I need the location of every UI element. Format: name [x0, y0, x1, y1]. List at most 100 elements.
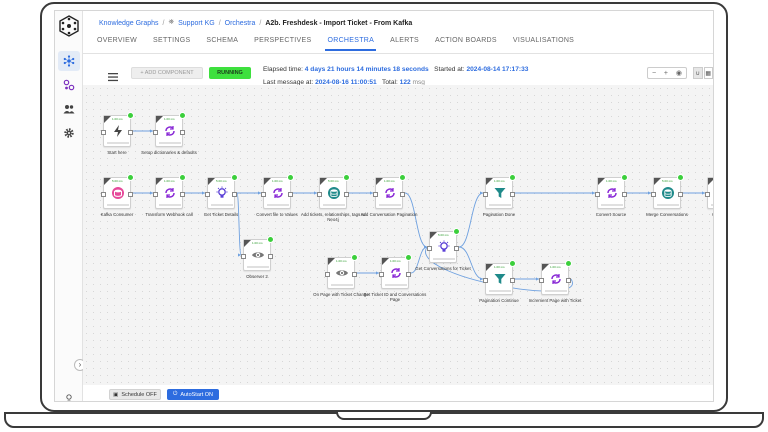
- orchestra-canvas[interactable]: 1.00 msStart here1.00 msSetup dictionari…: [83, 85, 714, 385]
- node-input-port[interactable]: [379, 272, 384, 277]
- node-input-port[interactable]: [539, 278, 544, 283]
- node-input-port[interactable]: [483, 192, 488, 197]
- node-input-port[interactable]: [705, 192, 710, 197]
- node-input-port[interactable]: [205, 192, 210, 197]
- flow-node-convert[interactable]: 1.00 ms: [263, 177, 291, 209]
- tab-alerts[interactable]: ALERTS: [388, 35, 421, 51]
- app-logo-icon[interactable]: [58, 15, 80, 37]
- node-output-port[interactable]: [352, 272, 357, 277]
- node-input-port[interactable]: [427, 246, 432, 251]
- node-input-port[interactable]: [261, 192, 266, 197]
- running-status-badge[interactable]: RUNNING: [209, 67, 251, 79]
- node-output-port[interactable]: [344, 192, 349, 197]
- flow-node-convsource[interactable]: 1.00 ms: [597, 177, 625, 209]
- chevron-right-icon: ›: [79, 360, 82, 369]
- node-output-port[interactable]: [400, 192, 405, 197]
- schedule-button[interactable]: ▣ Schedule OFF: [109, 389, 161, 400]
- user-icon: [62, 394, 76, 402]
- node-output-port[interactable]: [622, 192, 627, 197]
- tab-overview[interactable]: OVERVIEW: [95, 35, 139, 51]
- breadcrumb-item-support-kg[interactable]: Support KG: [178, 20, 215, 27]
- magnet-icon[interactable]: ∪: [693, 67, 703, 79]
- users-icon: [63, 103, 75, 115]
- node-input-port[interactable]: [595, 192, 600, 197]
- menu-button[interactable]: [107, 69, 119, 79]
- tab-visualisations[interactable]: VISUALISATIONS: [511, 35, 576, 51]
- flow-node-merge[interactable]: 5.00 ms: [653, 177, 681, 209]
- node-output-port[interactable]: [510, 278, 515, 283]
- node-output-port[interactable]: [180, 192, 185, 197]
- tab-schema[interactable]: SCHEMA: [204, 35, 240, 51]
- flow-node-getconv[interactable]: 5.00 ms: [429, 231, 457, 263]
- tab-perspectives[interactable]: PERSPECTIVES: [252, 35, 313, 51]
- node-output-port[interactable]: [180, 130, 185, 135]
- flow-node-transform[interactable]: 1.00 ms: [155, 177, 183, 209]
- sidebar-item-graph[interactable]: [58, 75, 80, 95]
- elapsed-label: Elapsed time:: [263, 66, 303, 73]
- flow-node-start[interactable]: 1.00 ms: [103, 115, 131, 147]
- breadcrumb-item-knowledge-graphs[interactable]: Knowledge Graphs: [99, 20, 159, 27]
- elapsed-value: 4 days 21 hours 14 minutes 18 seconds: [305, 66, 429, 73]
- sidebar-item-users[interactable]: [58, 99, 80, 119]
- node-input-port[interactable]: [101, 130, 106, 135]
- flow-node-addconv[interactable]: 1.00 ms: [375, 177, 403, 209]
- node-output-port[interactable]: [128, 192, 133, 197]
- node-input-port[interactable]: [317, 192, 322, 197]
- flow-link: [459, 193, 483, 247]
- flow-node-ticketid[interactable]: 1.00 ms: [381, 257, 409, 289]
- grid-icon[interactable]: ▦: [704, 67, 714, 79]
- network-icon: [63, 55, 75, 67]
- filter-icon: [493, 186, 507, 200]
- autostart-button[interactable]: ⏻ AutoStart ON: [167, 389, 219, 400]
- zoom-out-button[interactable]: −: [652, 70, 656, 77]
- flow-node-observer2[interactable]: 1.00 ms: [243, 239, 271, 271]
- zoom-in-button[interactable]: +: [664, 70, 668, 77]
- transform-icon: [163, 124, 177, 138]
- bulb-icon: [437, 240, 451, 254]
- node-output-port[interactable]: [288, 192, 293, 197]
- flow-node-addtickets[interactable]: 5.00 ms: [319, 177, 347, 209]
- node-input-port[interactable]: [373, 192, 378, 197]
- tab-settings[interactable]: SETTINGS: [151, 35, 192, 51]
- node-corner-marker: [208, 178, 215, 185]
- node-input-port[interactable]: [241, 254, 246, 259]
- node-corner-marker: [486, 178, 493, 185]
- node-output-port[interactable]: [406, 272, 411, 277]
- flow-node-pagcont[interactable]: 1.00 ms: [485, 263, 513, 295]
- tab-orchestra[interactable]: ORCHESTRA: [325, 35, 376, 51]
- node-input-port[interactable]: [483, 278, 488, 283]
- sidebar-item-orchestra[interactable]: [58, 51, 80, 71]
- node-input-port[interactable]: [153, 192, 158, 197]
- power-icon: ⏻: [173, 391, 177, 398]
- tab-action-boards[interactable]: ACTION BOARDS: [433, 35, 499, 51]
- node-output-port[interactable]: [566, 278, 571, 283]
- node-input-port[interactable]: [101, 192, 106, 197]
- flow-node-setup[interactable]: 1.00 ms: [155, 115, 183, 147]
- sidebar-item-settings[interactable]: [58, 123, 80, 143]
- account-button[interactable]: [62, 391, 76, 401]
- flow-node-pagdone[interactable]: 1.00 ms: [485, 177, 513, 209]
- flow-node-increment[interactable]: 1.00 ms: [541, 263, 569, 295]
- flow-node-observer[interactable]: 1.00 ms: [707, 177, 714, 209]
- add-component-button[interactable]: + ADD COMPONENT: [131, 67, 203, 79]
- node-output-port[interactable]: [268, 254, 273, 259]
- node-output-port[interactable]: [454, 246, 459, 251]
- laptop-notch: [336, 412, 432, 420]
- node-caption-bar: [247, 266, 269, 268]
- flow-node-kafka[interactable]: 5.00 ms: [103, 177, 131, 209]
- flow-node-onpage[interactable]: 1.00 ms: [327, 257, 355, 289]
- node-input-port[interactable]: [325, 272, 330, 277]
- flow-node-label: Add Conversation Pagination: [354, 212, 424, 217]
- node-output-port[interactable]: [510, 192, 515, 197]
- node-output-port[interactable]: [232, 192, 237, 197]
- node-status-dot: [677, 174, 684, 181]
- node-input-port[interactable]: [651, 192, 656, 197]
- node-input-port[interactable]: [153, 130, 158, 135]
- eye-icon[interactable]: ◉: [676, 69, 682, 77]
- node-output-port[interactable]: [678, 192, 683, 197]
- node-output-port[interactable]: [128, 130, 133, 135]
- node-corner-marker: [598, 178, 605, 185]
- kafka-icon: [111, 186, 125, 200]
- breadcrumb-item-orchestra[interactable]: Orchestra: [225, 20, 256, 27]
- flow-node-ticket[interactable]: 5.00 ms: [207, 177, 235, 209]
